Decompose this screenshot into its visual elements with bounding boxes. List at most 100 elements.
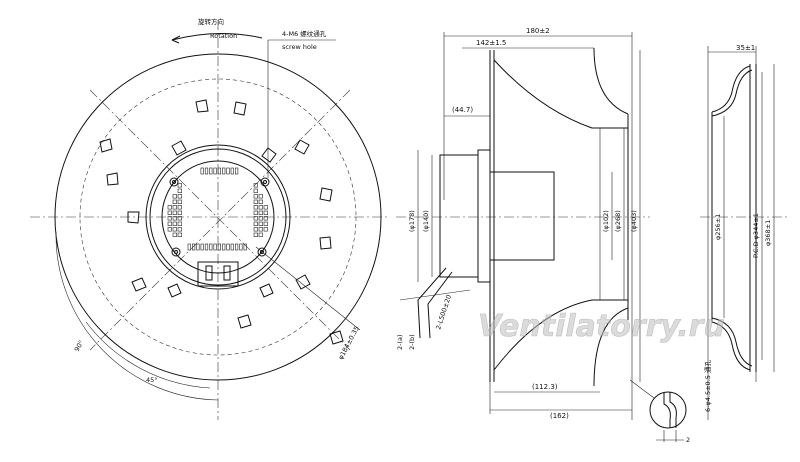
cooling-fin bbox=[204, 243, 209, 251]
blade-slots bbox=[99, 99, 344, 345]
ring-curve-top-inner bbox=[711, 69, 753, 117]
screw-hole bbox=[171, 247, 181, 257]
cooling-fin bbox=[222, 167, 226, 175]
blade-ring-circle bbox=[79, 78, 357, 356]
cooling-fin bbox=[222, 243, 226, 251]
cooling-fin bbox=[253, 205, 258, 210]
screw-holes bbox=[169, 177, 270, 257]
motor-flange bbox=[477, 149, 491, 283]
cooling-fin bbox=[177, 216, 182, 221]
cable-gland bbox=[197, 261, 239, 287]
cooling-fin bbox=[167, 221, 172, 226]
blade-slot bbox=[233, 101, 247, 116]
cooling-fin bbox=[172, 210, 177, 215]
dia-102-label: (φ102) bbox=[602, 210, 610, 232]
cooling-fin bbox=[230, 167, 234, 175]
cooling-fin bbox=[204, 167, 209, 175]
dia-368-label: φ368±1 bbox=[764, 220, 772, 246]
dia-268-label: (φ268) bbox=[614, 210, 622, 232]
angle-45-label: 45° bbox=[146, 376, 158, 384]
ring-curve-bottom-inner bbox=[711, 317, 753, 367]
cooling-fin bbox=[253, 194, 258, 199]
screw-hole bbox=[257, 247, 267, 257]
cooling-fin bbox=[167, 216, 172, 221]
cooling-fin bbox=[172, 216, 177, 221]
cooling-fin bbox=[258, 199, 263, 204]
cooling-fin bbox=[226, 167, 230, 175]
screw-label-cn: 4-M6 螺纹通孔 bbox=[282, 29, 327, 38]
screw-label-en: screw hole bbox=[282, 43, 317, 51]
cooling-fin bbox=[235, 243, 239, 251]
cooling-fin bbox=[253, 188, 258, 193]
cooling-fin bbox=[200, 167, 204, 175]
cooling-fin bbox=[209, 167, 213, 175]
cooling-fin bbox=[258, 205, 263, 210]
cooling-fin bbox=[253, 183, 258, 188]
cooling-fin bbox=[258, 221, 263, 226]
ring-curve-bottom bbox=[711, 321, 751, 371]
dim-112-label: (112.3) bbox=[532, 383, 558, 391]
rotation-arrow bbox=[171, 33, 263, 41]
side-view: 180±2 142±1.5 (44.7) (φ178) (φ140) (φ102… bbox=[396, 27, 650, 420]
dia-178-label: (φ178) bbox=[408, 210, 416, 232]
cooling-fins bbox=[167, 167, 268, 251]
motor-core-circle bbox=[161, 160, 275, 274]
blade-slot bbox=[319, 236, 332, 250]
cooling-fin bbox=[213, 167, 217, 175]
cooling-fin bbox=[167, 210, 172, 215]
cooling-fin bbox=[192, 243, 196, 251]
motor-inner-circle bbox=[149, 148, 287, 286]
screw-hole-center bbox=[263, 180, 267, 184]
wire-a-label: 2-(a) bbox=[396, 334, 404, 350]
dia-403-label: (φ403) bbox=[630, 210, 638, 232]
cooling-fin bbox=[177, 232, 182, 237]
cooling-fin bbox=[177, 227, 182, 232]
blade-slot bbox=[294, 139, 310, 155]
gland-body bbox=[197, 261, 239, 287]
dia-184-label: φ184±0.35 bbox=[337, 325, 361, 361]
impeller-outer-circle bbox=[54, 53, 382, 381]
cooling-fin bbox=[253, 210, 258, 215]
cooling-fin bbox=[167, 227, 172, 232]
inlet-curve-bottom bbox=[593, 307, 629, 387]
cooling-fin bbox=[263, 221, 268, 226]
cooling-fin bbox=[253, 227, 258, 232]
rotation-label-en: Rotation bbox=[210, 32, 237, 40]
cooling-fin bbox=[172, 232, 177, 237]
cooling-fin bbox=[209, 243, 213, 251]
blade-slot bbox=[259, 283, 274, 298]
gland-pin bbox=[223, 265, 231, 281]
screw-hole-center bbox=[172, 180, 176, 184]
watermark: Ventilatorry.ru bbox=[478, 309, 725, 344]
cooling-fin bbox=[177, 205, 182, 210]
cooling-fin bbox=[253, 216, 258, 221]
inlet-curve-top bbox=[593, 47, 629, 115]
cooling-fin bbox=[253, 232, 258, 237]
cooling-fin bbox=[177, 188, 182, 193]
cooling-fin bbox=[263, 227, 268, 232]
detail-leader bbox=[629, 379, 655, 399]
blade-slot bbox=[195, 99, 209, 113]
wire-b-label: 2-(b) bbox=[408, 334, 416, 350]
dia-184-leader bbox=[255, 246, 361, 331]
angle-90-label: 90° bbox=[73, 339, 86, 353]
dim-142-label: 142±1.5 bbox=[476, 39, 506, 47]
dim-162-label: (162) bbox=[550, 412, 569, 420]
cable-leader bbox=[399, 289, 471, 301]
diagonal-centerline-2 bbox=[89, 89, 351, 351]
wire-len-label: 2-L500±20 bbox=[434, 294, 453, 331]
cooling-fin bbox=[258, 194, 263, 199]
motor-block bbox=[439, 154, 479, 278]
cooling-fin bbox=[200, 243, 204, 251]
cooling-fin bbox=[167, 205, 172, 210]
cooling-fin bbox=[258, 216, 263, 221]
shroud-curve-bottom bbox=[493, 299, 628, 371]
cable-wire-2 bbox=[427, 271, 453, 339]
blade-slot bbox=[99, 138, 113, 153]
cooling-fin bbox=[172, 227, 177, 232]
dia-140-label: (φ140) bbox=[422, 210, 430, 232]
cooling-fin bbox=[226, 243, 230, 251]
blade-slot bbox=[295, 274, 311, 290]
dim-44-label: (44.7) bbox=[452, 106, 473, 114]
